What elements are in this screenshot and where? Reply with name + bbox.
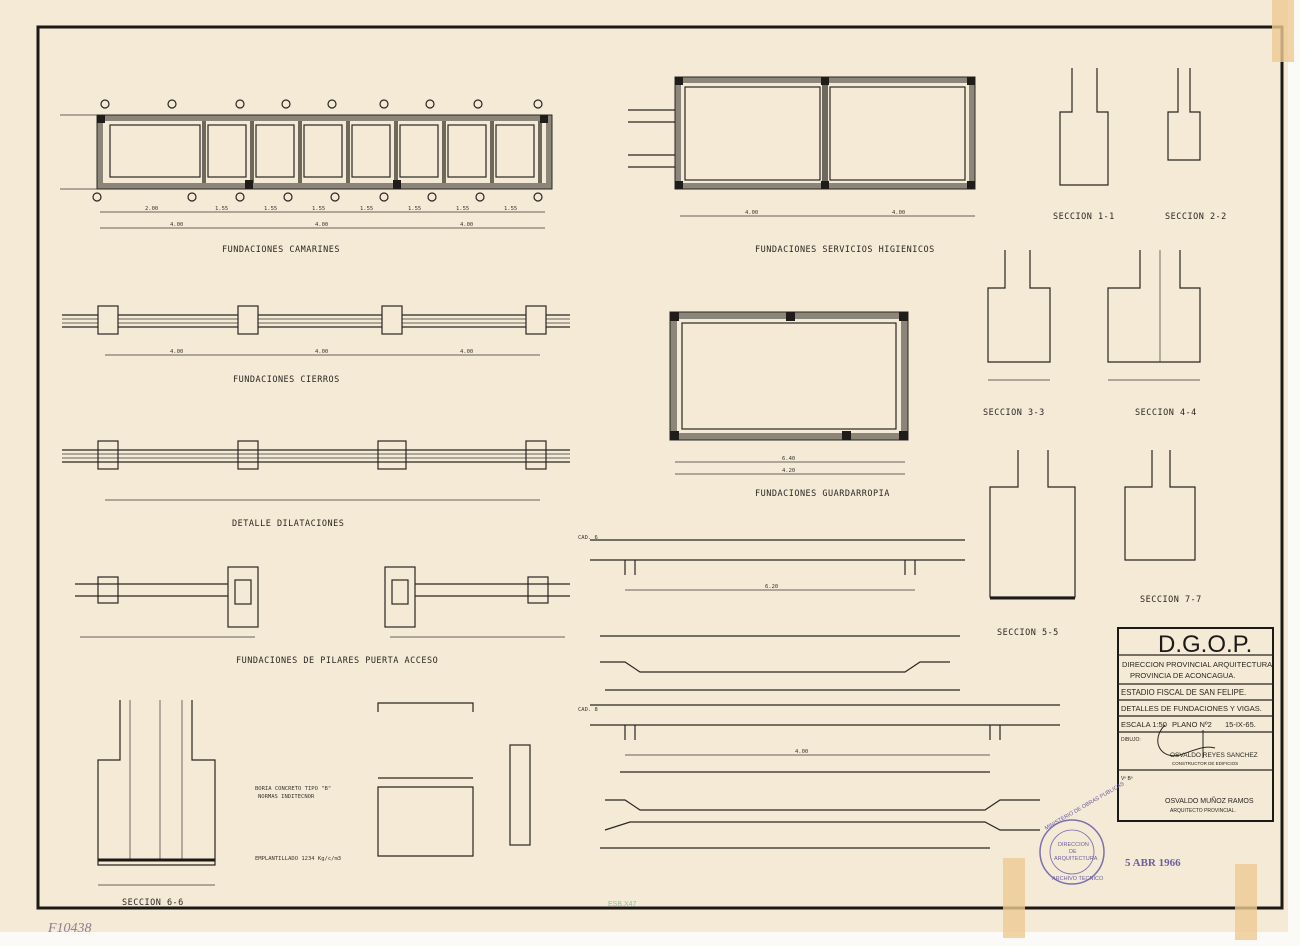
label-sec77: SECCION 7-7 [1140, 595, 1202, 605]
stamp-bottom: ARCHIVO TECNICO [1052, 876, 1104, 882]
note-concreto: BORIA CONCRETO TIPO "B" [255, 786, 331, 792]
dim: 1.55 [504, 206, 517, 212]
title-block [1117, 627, 1274, 822]
tape-bottom [1003, 858, 1025, 938]
approved-by-role: ARQUITECTO PROVINCIAL. [1170, 808, 1236, 814]
plan-dilataciones [62, 440, 570, 501]
label-sec11: SECCION 1-1 [1053, 212, 1115, 222]
label-sec22: SECCION 2-2 [1165, 212, 1227, 222]
dim: 1.55 [360, 206, 373, 212]
plan-number: PLANO Nº2 [1172, 720, 1212, 729]
dim: 4.00 [170, 349, 183, 355]
label-sec33: SECCION 3-3 [983, 408, 1045, 418]
plan-servicios-higienicos: 4.00 4.00 [628, 76, 976, 217]
section-2-2 [1167, 68, 1201, 161]
sheet-border [36, 25, 1284, 910]
section-7-7 [1124, 450, 1196, 561]
dim: 1.55 [264, 206, 277, 212]
tape-bottom-right [1235, 864, 1257, 940]
dim: 1.55 [456, 206, 469, 212]
dim: 4.00 [795, 749, 808, 755]
label-sec44: SECCION 4-4 [1135, 408, 1197, 418]
archive-number: F10438 [47, 921, 92, 936]
drawn-by-role: CONSTRUCTOR DE EDIFICIOS [1172, 761, 1238, 766]
beam-cad-6 [590, 539, 965, 691]
label-cierros: FUNDACIONES CIERROS [233, 375, 340, 385]
green-stamp: ESB.X47 [608, 901, 637, 908]
dim: 6.40 [782, 456, 795, 462]
received-date: 5 ABR 1966 [1125, 857, 1181, 869]
note-cad-8: CAD. 8 [578, 707, 598, 713]
dim: 4.00 [170, 222, 183, 228]
label-sec55: SECCION 5-5 [997, 628, 1059, 638]
section-4-4 [1107, 250, 1201, 381]
signature [1157, 724, 1216, 758]
label-guardarropia: FUNDACIONES GUARDARROPIA [755, 489, 890, 499]
section-6-6 [97, 700, 216, 886]
sheet-title: DETALLES DE FUNDACIONES Y VIGAS. [1121, 704, 1262, 713]
note-emplantillado: EMPLANTILLADO 1234 Kg/c/m3 [255, 856, 341, 862]
plan-pilares [75, 566, 570, 638]
approved-label: Vº Bº [1121, 776, 1133, 782]
drawn-label: DIBUJO: [1121, 737, 1141, 743]
dim: 4.00 [460, 222, 473, 228]
dim: 2.00 [145, 206, 158, 212]
stamp-center: DE [1069, 849, 1077, 855]
beam-cad-8 [590, 704, 1060, 849]
label-pilares: FUNDACIONES DE PILARES PUERTA ACCESO [236, 656, 438, 666]
plan-camarines: 2.00 1.55 1.55 1.55 1.55 1.55 1.55 1.55 … [60, 99, 553, 229]
project-name: ESTADIO FISCAL DE SAN FELIPE. [1121, 688, 1246, 697]
drawn-by: OSVALDO REYES SANCHEZ [1170, 752, 1258, 759]
dim: 4.00 [745, 210, 758, 216]
stamp-center: DIRECCION [1058, 842, 1089, 848]
section-3-3 [987, 250, 1051, 381]
section-5-5 [989, 450, 1076, 600]
note-cad-6: CAD. 6 [578, 535, 598, 541]
dim: 4.00 [315, 349, 328, 355]
dim: 1.55 [312, 206, 325, 212]
stamp-center: ARQUITECTURA [1054, 856, 1098, 862]
plan-guardarropia: 6.40 4.20 [669, 311, 909, 475]
label-servicios: FUNDACIONES SERVICIOS HIGIENICOS [755, 245, 935, 255]
plan-cierros: 4.00 4.00 4.00 [62, 305, 570, 356]
scale: ESCALA 1:50 [1121, 720, 1167, 729]
org-province: PROVINCIA DE ACONCAGUA. [1130, 671, 1235, 680]
dim: 4.00 [892, 210, 905, 216]
plan-date: 15-IX-65. [1225, 720, 1256, 729]
approved-by: OSVALDO MUÑOZ RAMOS [1165, 796, 1254, 805]
dim: 6.20 [765, 584, 778, 590]
dim: 4.00 [460, 349, 473, 355]
stirrup-details [377, 702, 531, 857]
label-dilataciones: DETALLE DILATACIONES [232, 519, 344, 529]
label-sec66: SECCION 6-6 [122, 898, 184, 908]
note-normas: NORMAS INDITECNOR [258, 794, 315, 800]
dim: 4.20 [782, 468, 795, 474]
dim: 1.55 [215, 206, 228, 212]
label-camarines: FUNDACIONES CAMARINES [222, 245, 340, 255]
dim: 4.00 [315, 222, 328, 228]
section-1-1 [1059, 68, 1109, 186]
tape-top-right [1272, 0, 1294, 62]
dgop-logo: D.G.O.P. [1158, 631, 1252, 658]
org-name: DIRECCION PROVINCIAL ARQUITECTURA [1122, 660, 1272, 669]
dim: 1.55 [408, 206, 421, 212]
